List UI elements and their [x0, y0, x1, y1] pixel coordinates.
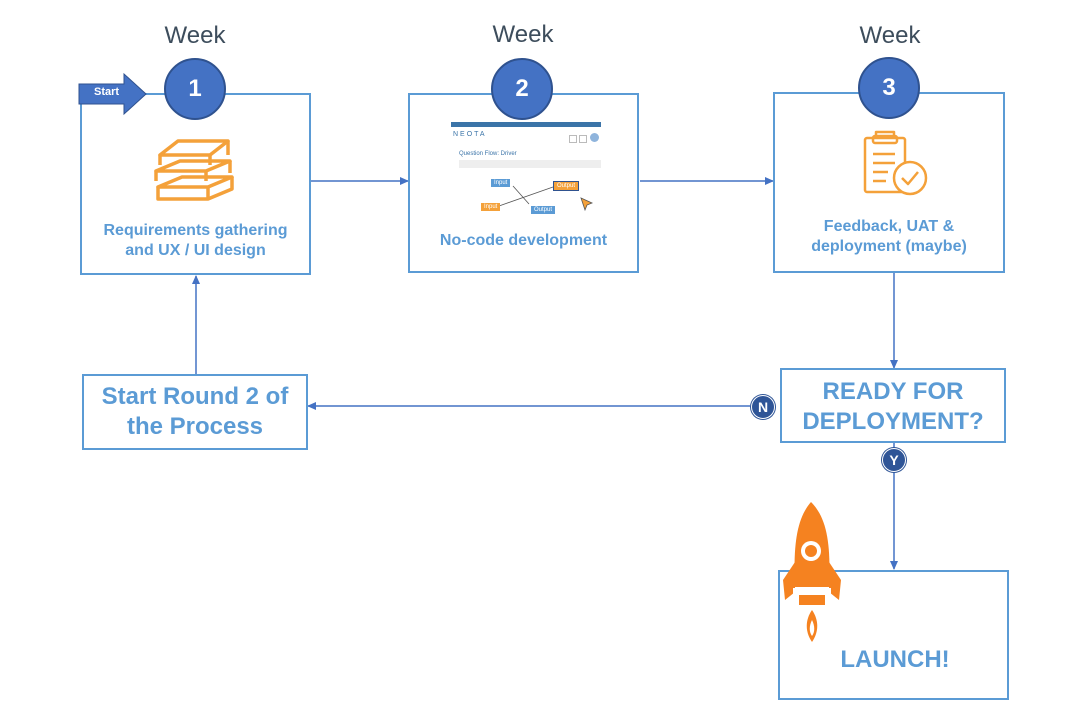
- step-3-label: Feedback, UAT & deployment (maybe): [775, 217, 1003, 257]
- step-1-label-line1: Requirements gathering: [103, 222, 288, 239]
- week-2-heading: Week: [492, 21, 554, 48]
- screenshot-node-input-1: Input: [491, 179, 511, 187]
- clipboard-check-icon: [860, 128, 932, 203]
- screenshot-node-output-1: Output: [553, 181, 580, 191]
- screenshot-settings-icon: [579, 135, 587, 143]
- week-3-heading: Week: [859, 22, 921, 49]
- step-1-label: Requirements gathering and UX / UI desig…: [82, 221, 309, 261]
- screenshot-flow-lines: [498, 185, 554, 207]
- step-3-label-line2: deployment (maybe): [811, 238, 967, 255]
- week-1-number: 1: [164, 58, 226, 120]
- launch-label: LAUNCH!: [840, 646, 950, 673]
- screenshot-topbar: [451, 122, 601, 127]
- screenshot-logo: NEOTA: [453, 131, 487, 138]
- yes-badge: Y: [882, 448, 906, 472]
- screenshot-toolbar: [459, 160, 601, 168]
- decision-box: [780, 368, 1006, 443]
- books-icon: [150, 133, 240, 213]
- round-2-label-line2: the Process: [126, 413, 264, 440]
- neota-app-screenshot: NEOTA Question Flow: Driver Input Output…: [451, 122, 601, 217]
- week-2-number: 2: [491, 58, 553, 120]
- decision-label: READY FOR DEPLOYMENT?: [782, 377, 1004, 437]
- round-2-label-line1: Start Round 2 of: [101, 383, 289, 410]
- screenshot-menu-icon: [569, 135, 577, 143]
- cursor-icon: [580, 197, 594, 212]
- step-3-box: [773, 92, 1005, 273]
- week-1-heading: Week: [164, 22, 226, 49]
- screenshot-avatar-icon: [590, 133, 599, 142]
- screenshot-title: Question Flow: Driver: [459, 151, 517, 157]
- week-3-number: 3: [858, 57, 920, 119]
- step-2-label: No-code development: [439, 232, 608, 249]
- start-arrow-label: Start: [94, 86, 120, 98]
- no-badge: N: [751, 395, 775, 419]
- step-1-label-line2: and UX / UI design: [125, 242, 266, 259]
- decision-label-line1: READY FOR: [822, 378, 964, 405]
- step-1-box: [80, 93, 311, 275]
- decision-label-line2: DEPLOYMENT?: [802, 408, 984, 435]
- rocket-icon: [781, 502, 845, 652]
- screenshot-node-output-2: Output: [531, 206, 556, 214]
- start-arrow: Start: [78, 72, 148, 121]
- screenshot-node-input-2: Input: [481, 203, 501, 211]
- round-2-box: [82, 374, 308, 450]
- round-2-label: Start Round 2 of the Process: [84, 382, 306, 442]
- step-3-label-line1: Feedback, UAT &: [823, 218, 955, 235]
